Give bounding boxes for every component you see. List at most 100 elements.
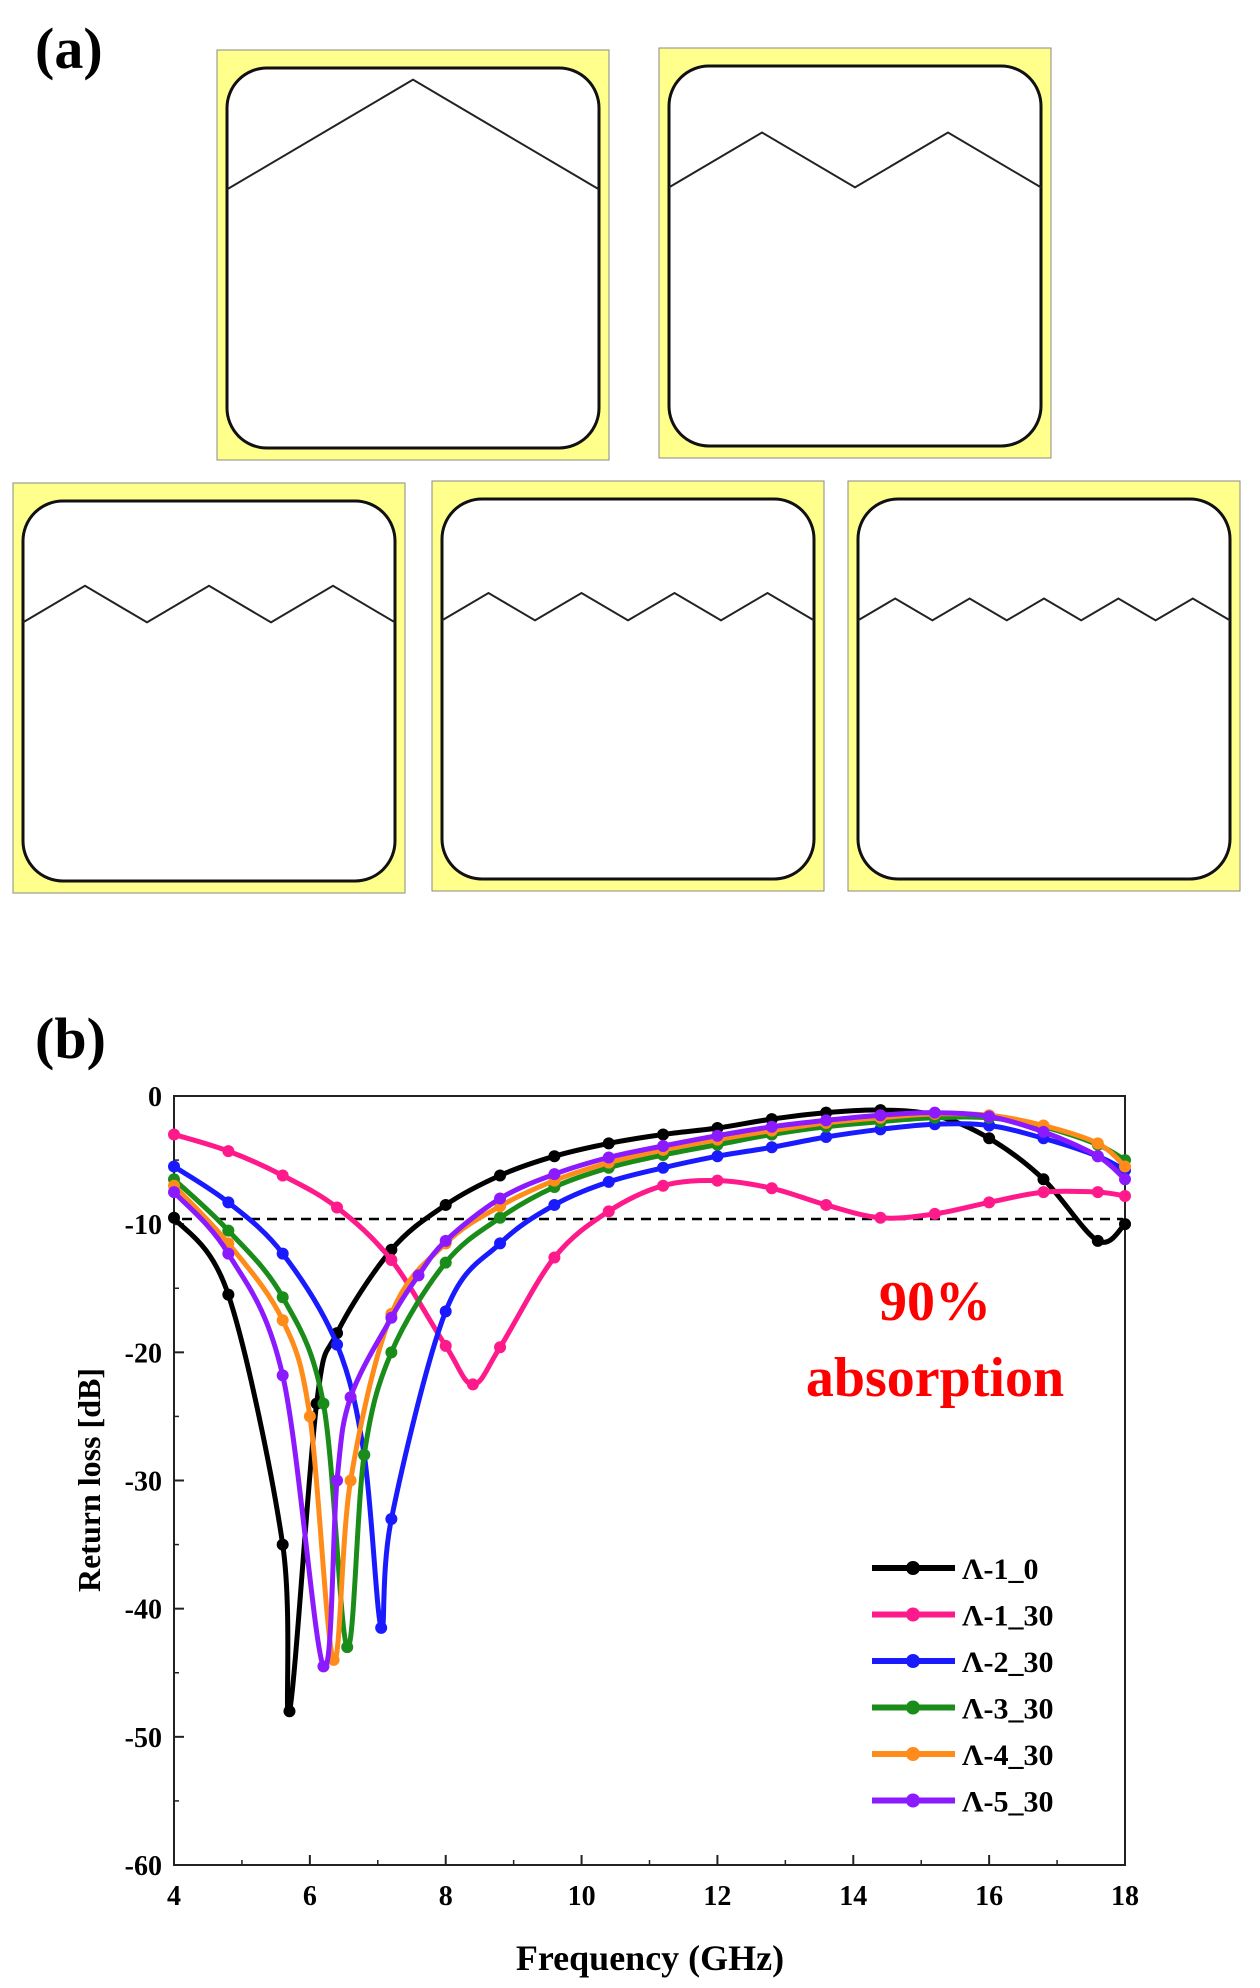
x-tick-label: 4 [167, 1881, 181, 1912]
data-point [494, 1192, 507, 1205]
data-point [494, 1169, 507, 1182]
data-point [168, 1160, 180, 1173]
data-point [276, 1314, 289, 1327]
y-axis-title: Return loss [dB] [71, 1368, 107, 1592]
legend-label: Λ-1_0 [962, 1553, 1039, 1586]
data-point [657, 1161, 670, 1174]
data-point [1091, 1137, 1104, 1150]
legend-item: Λ-4_30 [872, 1739, 1054, 1772]
unit-cell-1 [216, 49, 610, 461]
data-point [375, 1621, 388, 1634]
legend-item: Λ-1_30 [872, 1600, 1054, 1633]
data-point [1091, 1186, 1104, 1199]
data-point [711, 1174, 724, 1187]
data-point [657, 1128, 670, 1141]
y-tick-label: -60 [125, 1851, 162, 1882]
legend-item: Λ-5_30 [872, 1786, 1054, 1819]
data-point [341, 1641, 354, 1654]
data-point [222, 1196, 235, 1209]
data-point [1119, 1173, 1131, 1186]
data-point [385, 1254, 398, 1267]
zigzag-slot [668, 131, 1042, 189]
patch-outline [225, 66, 601, 450]
y-tick-label: -30 [125, 1467, 162, 1498]
data-point [602, 1205, 615, 1218]
x-tick-label: 16 [975, 1881, 1003, 1912]
data-point [276, 1538, 289, 1551]
data-point [385, 1346, 398, 1359]
data-point [1091, 1150, 1104, 1163]
data-point [222, 1288, 235, 1301]
panel-a-label: (a) [35, 16, 103, 81]
data-point [602, 1151, 615, 1164]
y-tick-label: 0 [148, 1082, 162, 1113]
x-tick-label: 18 [1111, 1881, 1139, 1912]
legend-label: Λ-4_30 [962, 1739, 1054, 1772]
data-point [344, 1391, 357, 1404]
data-point [494, 1237, 507, 1250]
data-point [494, 1341, 507, 1354]
unit-cell-3 [12, 482, 406, 894]
series-Λ-1_30 [168, 1128, 1131, 1391]
data-point [1037, 1173, 1050, 1186]
data-point [602, 1137, 615, 1150]
data-point [765, 1120, 778, 1133]
legend-label: Λ-5_30 [962, 1786, 1054, 1819]
legend-label: Λ-3_30 [962, 1693, 1054, 1726]
y-tick-label: -50 [125, 1723, 162, 1754]
data-point [276, 1369, 289, 1382]
data-point [548, 1251, 561, 1264]
zigzag-slot [441, 591, 815, 622]
data-point [494, 1211, 507, 1224]
data-point [439, 1234, 452, 1247]
patch-outline [667, 64, 1043, 448]
data-point [168, 1128, 180, 1141]
data-point [439, 1256, 452, 1269]
data-point [548, 1198, 561, 1211]
legend-swatch-marker [906, 1793, 920, 1808]
series-Λ-5_30 [168, 1106, 1131, 1673]
data-point [317, 1397, 330, 1410]
data-point [928, 1106, 941, 1119]
data-point [276, 1291, 289, 1304]
x-tick-label: 14 [839, 1881, 867, 1912]
data-point [983, 1110, 996, 1123]
data-point [439, 1198, 452, 1211]
annotation-line1: 90% [879, 1271, 991, 1333]
x-tick-label: 8 [439, 1881, 453, 1912]
data-point [331, 1201, 344, 1214]
y-tick-label: -40 [125, 1595, 162, 1626]
data-point [1119, 1218, 1131, 1231]
unit-cell-designs [12, 47, 1241, 894]
legend-item: Λ-1_0 [872, 1553, 1039, 1586]
data-point [412, 1269, 425, 1282]
legend-swatch-marker [906, 1747, 920, 1761]
data-point [874, 1211, 887, 1224]
data-point [439, 1339, 452, 1352]
data-point [1037, 1125, 1050, 1138]
unit-cell-4 [431, 480, 825, 892]
y-tick-label: -10 [125, 1210, 162, 1241]
legend-swatch-marker [906, 1607, 920, 1622]
annotation-line2: absorption [806, 1347, 1064, 1409]
zigzag-slot [22, 584, 396, 624]
data-point [283, 1705, 296, 1718]
data-point [331, 1474, 344, 1487]
data-point [344, 1474, 357, 1487]
data-point [327, 1653, 340, 1666]
data-point [1091, 1234, 1104, 1247]
data-point [276, 1247, 289, 1260]
zigzag-slot [857, 597, 1231, 622]
zigzag-slot [226, 78, 600, 191]
data-point [874, 1109, 887, 1122]
legend-swatch-marker [906, 1700, 920, 1715]
data-point [928, 1207, 941, 1220]
data-point [983, 1132, 996, 1145]
legend-label: Λ-2_30 [962, 1646, 1054, 1679]
data-point [331, 1338, 344, 1351]
series-line [172, 1121, 1127, 1632]
data-point [222, 1224, 235, 1237]
x-tick-label: 12 [703, 1881, 731, 1912]
